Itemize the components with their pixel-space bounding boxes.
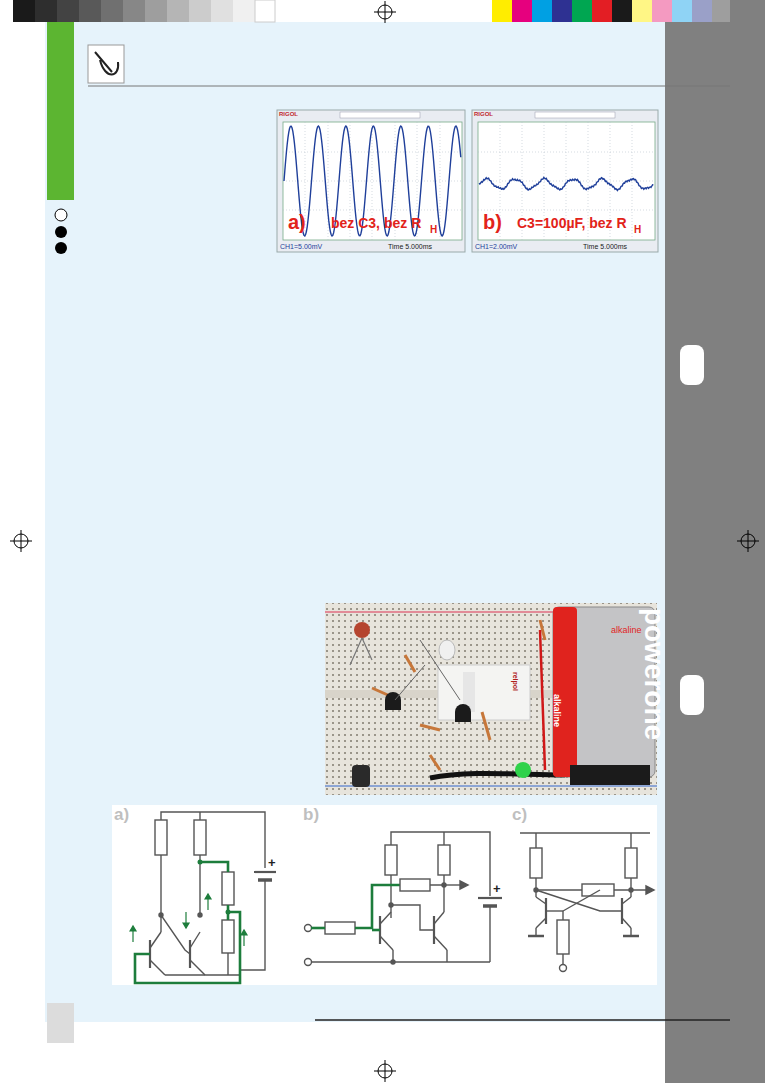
registration-mark xyxy=(10,1,759,1082)
scope-brand: RIGOL xyxy=(474,111,493,117)
panel-letter: b) xyxy=(483,212,502,232)
relay-brand: relpol xyxy=(512,672,519,691)
polarity-mark: + xyxy=(493,882,501,895)
circuit-b xyxy=(305,832,503,966)
highlight-wire xyxy=(311,885,400,930)
header-icon xyxy=(88,45,124,83)
scope-caption: bez C3, bez R xyxy=(331,216,421,230)
color-bar xyxy=(13,0,730,22)
panel-letter: a) xyxy=(114,806,129,823)
circuit-a xyxy=(150,812,276,975)
side-band xyxy=(665,0,765,1083)
side-tab xyxy=(680,675,704,715)
level-dot xyxy=(55,226,67,238)
junction-dot xyxy=(226,910,231,915)
schematic-ground xyxy=(112,805,657,985)
battery-text: alkaline xyxy=(552,694,561,727)
panel-letter: a) xyxy=(288,212,306,232)
level-dot xyxy=(55,209,67,221)
scope-status: Time 5.000ms xyxy=(388,243,432,250)
rule xyxy=(88,86,730,87)
subscript: H xyxy=(430,225,437,235)
scope-status: CH1=2.00mV xyxy=(475,243,517,250)
scope-screen xyxy=(472,110,658,252)
breadboard-photo xyxy=(325,603,657,795)
junction-dot xyxy=(198,860,203,865)
battery-text: alkaline xyxy=(611,626,642,635)
grey-box xyxy=(47,1003,74,1043)
page-ground xyxy=(45,22,665,1022)
scope-brand: RIGOL xyxy=(279,111,298,117)
polarity-mark: + xyxy=(268,856,276,869)
battery-brand: powerone xyxy=(640,608,668,740)
scope-status: CH1=5.00mV xyxy=(280,243,322,250)
level-dot xyxy=(55,242,67,254)
green-bar xyxy=(47,22,74,200)
highlight-wire xyxy=(135,862,240,983)
scope-status: Time 5.000ms xyxy=(583,243,627,250)
panel-letter: b) xyxy=(303,806,319,823)
scope-screen xyxy=(277,110,465,252)
header-icon xyxy=(95,52,118,75)
scope-caption: C3=100µF, bez R xyxy=(517,216,627,230)
subscript: H xyxy=(634,225,641,235)
resistor-symbol xyxy=(400,879,430,891)
rule xyxy=(315,1019,730,1021)
circuit-c xyxy=(520,833,654,972)
panel-letter: c) xyxy=(512,806,527,823)
side-tab xyxy=(680,345,704,385)
current-arrow xyxy=(130,894,247,946)
